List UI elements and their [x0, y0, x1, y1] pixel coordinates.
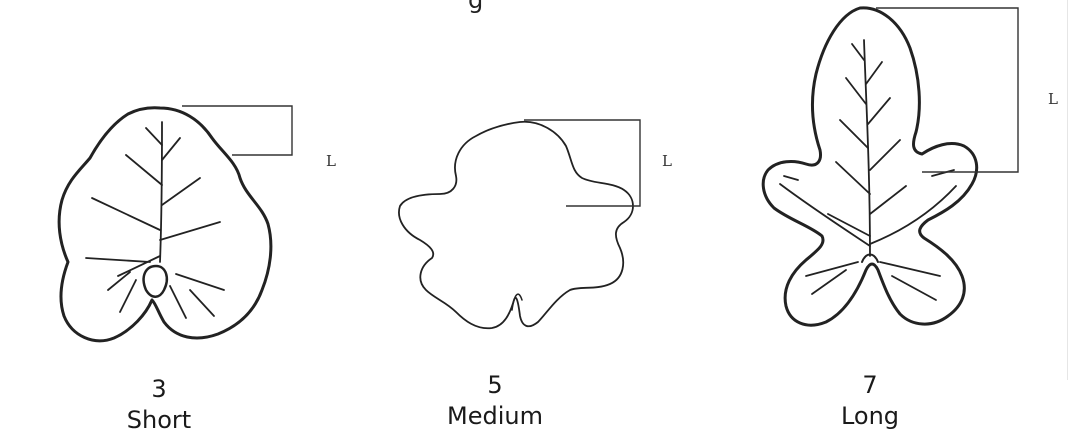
leaf-short: L — [59, 106, 336, 341]
leaf-long-label: Long — [770, 401, 970, 432]
leaf-short-length-label: L — [326, 152, 336, 170]
leaf-medium-number: 5 — [395, 370, 595, 401]
leaf-medium: L — [399, 120, 672, 328]
leaf-short-number: 3 — [59, 374, 259, 405]
leaf-long-length-label: L — [1048, 90, 1058, 108]
leaf-medium-label: Medium — [395, 401, 595, 432]
leaf-medium-caption: 5 Medium — [395, 370, 595, 432]
leaf-short-label: Short — [59, 405, 259, 436]
leaf-medium-outline — [399, 122, 633, 328]
leaf-short-caption: 3 Short — [59, 374, 259, 436]
leaf-long: L — [763, 8, 1058, 325]
leaf-long-caption: 7 Long — [770, 370, 970, 432]
leaf-long-number: 7 — [770, 370, 970, 401]
leaf-short-sinus — [144, 266, 167, 297]
leaf-medium-length-label: L — [662, 152, 672, 170]
leaf-long-outline — [763, 8, 976, 325]
leaf-short-outline — [59, 108, 271, 341]
